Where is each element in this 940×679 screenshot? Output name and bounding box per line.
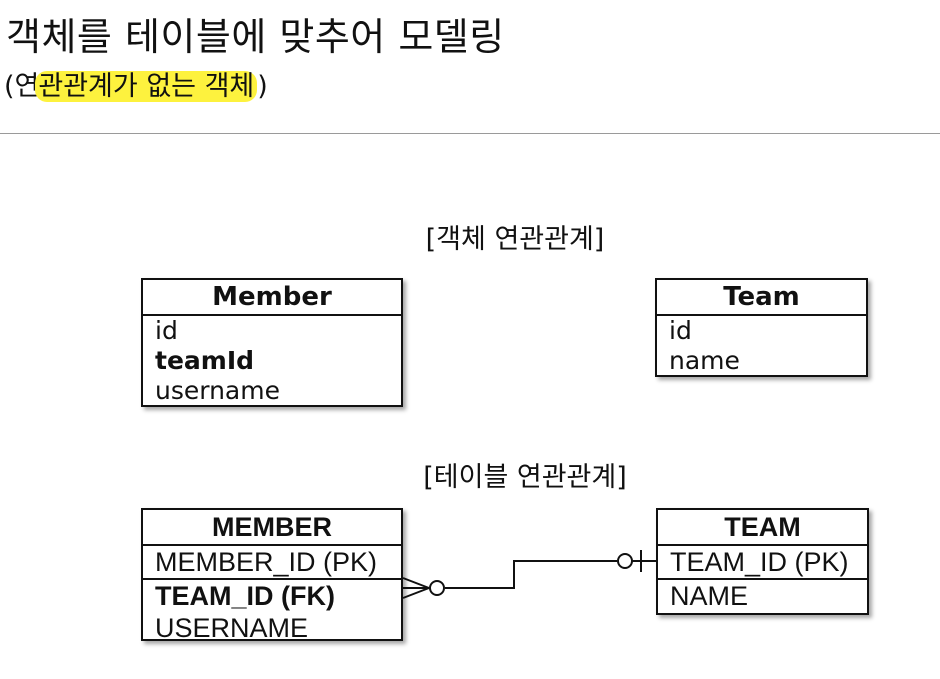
team-object-field: name <box>669 346 740 375</box>
one-bar-icon <box>632 550 656 572</box>
team-object-name: Team <box>657 280 866 316</box>
member-object-field: id <box>155 316 178 345</box>
slide-title: 객체를 테이블에 맞추어 모델링 <box>6 15 505 59</box>
team-table-column: NAME <box>670 581 749 611</box>
member-object-field: teamId <box>155 346 255 375</box>
member-table-column: TEAM_ID (FK) <box>155 581 335 611</box>
team-table-box: TEAM TEAM_ID (PK) NAME <box>656 508 869 615</box>
crows-foot-many-icon <box>402 577 430 599</box>
subtitle-highlight: 관관계가 없는 객체 <box>35 71 258 102</box>
member-object-name: Member <box>143 280 401 316</box>
member-table-column: MEMBER_ID (PK) <box>143 546 401 580</box>
team-table-name: TEAM <box>658 510 867 546</box>
subtitle-open: (연 <box>4 71 40 102</box>
member-table-name: MEMBER <box>143 510 401 546</box>
member-table-box: MEMBER MEMBER_ID (PK) TEAM_ID (FK) USERN… <box>141 508 403 643</box>
team-object-field: id <box>669 316 692 345</box>
title-divider <box>0 133 940 134</box>
team-table-column: TEAM_ID (PK) <box>658 546 867 580</box>
optional-circle-icon <box>429 580 445 596</box>
slide-subtitle: (연관관계가 없는 객체) <box>4 68 268 106</box>
member-object-field: username <box>155 376 280 405</box>
table-section-label: [테이블 연관관계] <box>423 462 627 493</box>
relationship-connector-line <box>445 560 617 589</box>
object-section-label: [객체 연관관계] <box>425 224 605 255</box>
subtitle-close: ) <box>257 71 268 102</box>
member-object-box: Member id teamId username <box>141 278 403 407</box>
optional-circle-icon <box>617 553 633 569</box>
member-table-column: USERNAME <box>155 613 309 643</box>
team-object-box: Team id name <box>655 278 868 377</box>
